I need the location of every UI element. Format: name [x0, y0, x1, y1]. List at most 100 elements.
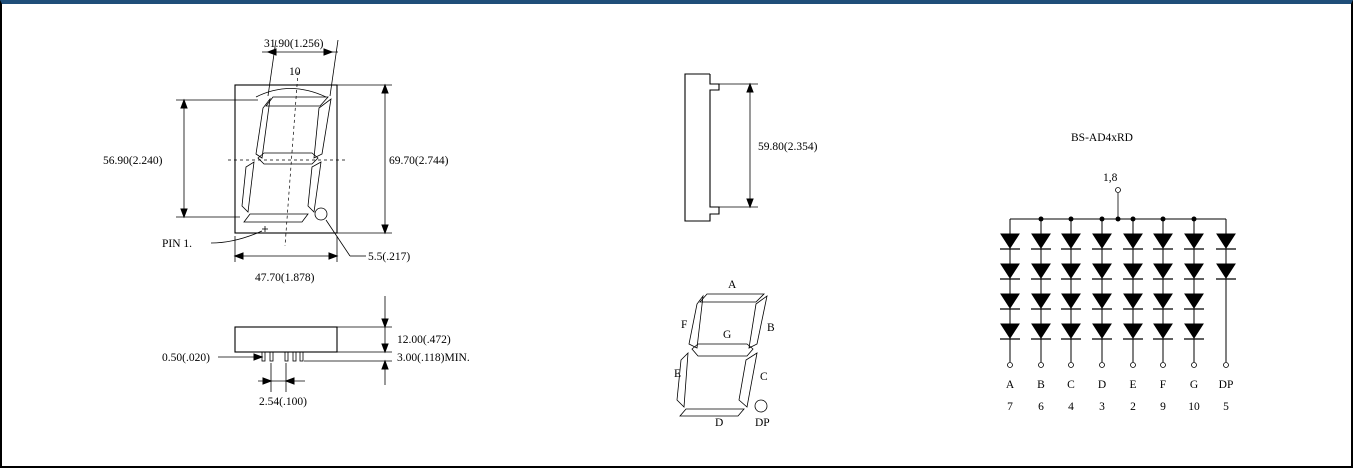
- dim-pitch: 2.54(.100): [259, 396, 307, 408]
- common-terminal: [1115, 187, 1121, 193]
- pin-number: 6: [1038, 401, 1044, 413]
- led-diode: [1000, 293, 1020, 309]
- pin-terminal: [1130, 362, 1136, 368]
- segment-label: D: [1098, 379, 1106, 391]
- dp-dot-front: [314, 207, 328, 221]
- pin-terminal: [1223, 362, 1229, 368]
- led-diode: [1092, 293, 1112, 309]
- led-diode: [1061, 233, 1081, 249]
- led-diode: [1031, 263, 1051, 279]
- led-diode: [1123, 233, 1143, 249]
- dim-depth: 12.00(.472): [397, 334, 451, 346]
- pin-number: 7: [1007, 401, 1013, 413]
- led-diode: [1061, 293, 1081, 309]
- led-column-dp: DP 5: [1216, 219, 1236, 413]
- display-body-outline: [234, 84, 338, 234]
- segment-label: B: [1037, 379, 1045, 391]
- pin-number: 4: [1068, 401, 1074, 413]
- led-diode: [1031, 293, 1051, 309]
- dim-pin-length: 3.00(.118)MIN.: [397, 352, 470, 364]
- angle-arc: [255, 88, 327, 98]
- seg-label-c: C: [760, 371, 768, 383]
- dim-pin-width: 0.50(.020): [162, 352, 210, 364]
- dim-angle: 10: [289, 66, 301, 78]
- seg-label-g: G: [723, 329, 731, 341]
- pin-terminal: [1099, 362, 1105, 368]
- segment-diagram: A B C D E F G DP: [674, 279, 775, 429]
- segment-label: A: [1006, 379, 1015, 391]
- led-diode: [1000, 233, 1020, 249]
- led-diode: [1000, 323, 1020, 339]
- dim-dp: 5.5(.217): [368, 251, 410, 263]
- dim-side-height: 59.80(2.354): [758, 141, 818, 153]
- common-pins-label: 1,8: [1103, 172, 1118, 184]
- led-column-c: C4: [1061, 219, 1081, 413]
- led-diode: [1184, 323, 1204, 339]
- segment-label: DP: [1219, 379, 1234, 391]
- led-diode: [1092, 323, 1112, 339]
- pins: [261, 351, 304, 362]
- side-view: 59.80(2.354): [684, 73, 818, 222]
- led-diode: [1216, 263, 1236, 279]
- side-profile: [684, 73, 720, 222]
- led-diode: [1123, 263, 1143, 279]
- led-diode: [1031, 323, 1051, 339]
- slant-centerline: [284, 71, 299, 247]
- pin-terminal: [1160, 362, 1166, 368]
- pin-terminal: [1191, 362, 1197, 368]
- led-diode: [1153, 263, 1173, 279]
- led-column-b: B6: [1031, 219, 1051, 413]
- segment-label: G: [1190, 379, 1198, 391]
- led-diode: [1031, 233, 1051, 249]
- led-diode: [1153, 293, 1173, 309]
- led-diode: [1123, 323, 1143, 339]
- led-diode: [1092, 233, 1112, 249]
- led-column-e: E2: [1123, 219, 1143, 413]
- led-diode: [1061, 323, 1081, 339]
- seg-label-a: A: [728, 279, 737, 291]
- led-diode: [1184, 293, 1204, 309]
- dp-dot: [754, 399, 768, 413]
- segment-label: E: [1129, 379, 1136, 391]
- pin-terminal: [1007, 362, 1013, 368]
- led-column-f: F9: [1153, 219, 1173, 413]
- led-diode: [1216, 233, 1236, 249]
- seg-label-e: E: [674, 368, 681, 380]
- led-diode: [1153, 233, 1173, 249]
- led-diode: [1092, 263, 1112, 279]
- dim-total-height: 69.70(2.744): [389, 155, 449, 167]
- seg-label-d: D: [715, 417, 723, 429]
- segment-outlines: [676, 293, 768, 417]
- bottom-view: 12.00(.472) 3.00(.118)MIN. 0.50(.020) 2.…: [162, 296, 470, 408]
- pin-number: 2: [1130, 401, 1136, 413]
- led-diode: [1153, 323, 1173, 339]
- led-diode: [1123, 293, 1143, 309]
- pin-terminal: [1068, 362, 1074, 368]
- dim-width-top: 31.90(1.256): [264, 38, 324, 50]
- pin-number: 9: [1160, 401, 1166, 413]
- seg-label-dp: DP: [755, 417, 770, 429]
- pin-number: 10: [1188, 401, 1200, 413]
- led-column-a: A7: [1000, 219, 1020, 413]
- pin-number: 5: [1223, 401, 1229, 413]
- part-number: BS-AD4xRD: [1071, 132, 1133, 144]
- led-diode: [1000, 263, 1020, 279]
- seg-label-b: B: [767, 322, 775, 334]
- front-digit-segments: [241, 96, 332, 223]
- body-profile: [234, 326, 338, 353]
- seg-label-f: F: [681, 319, 687, 331]
- pin-terminal: [1038, 362, 1044, 368]
- segment-label: F: [1160, 379, 1166, 391]
- dim-digit-height: 56.90(2.240): [103, 155, 163, 167]
- bus-junction: [1115, 216, 1121, 222]
- pin1-label: PIN 1.: [162, 238, 192, 250]
- pin1-leader: [210, 230, 263, 244]
- led-diode: [1061, 263, 1081, 279]
- led-column-g: G 10: [1184, 219, 1204, 413]
- led-diode: [1184, 233, 1204, 249]
- segment-label: C: [1067, 379, 1075, 391]
- led-diode: [1184, 263, 1204, 279]
